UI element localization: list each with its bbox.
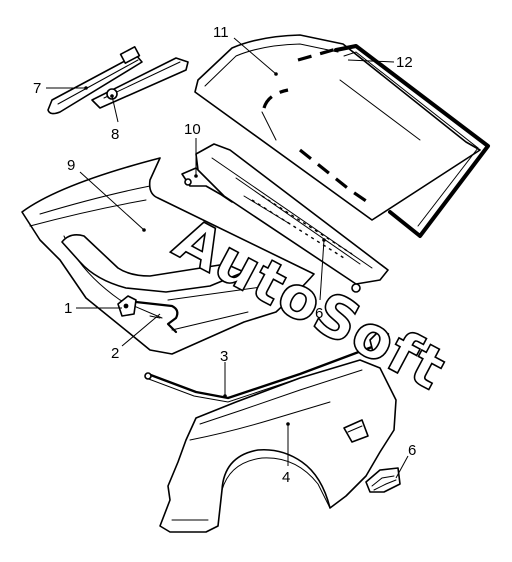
callout-3: 3 bbox=[220, 348, 228, 365]
hood-latch[interactable] bbox=[117, 295, 137, 317]
callout-8: 8 bbox=[111, 126, 119, 143]
cowl-panel[interactable] bbox=[181, 143, 389, 293]
wiper-arm[interactable] bbox=[91, 57, 189, 109]
fender-seal-strip[interactable] bbox=[144, 331, 390, 403]
callout-4: 4 bbox=[282, 469, 290, 486]
callout-1: 1 bbox=[64, 300, 72, 317]
front-fender[interactable] bbox=[159, 359, 397, 533]
callout-7: 7 bbox=[33, 80, 41, 97]
callout-11: 11 bbox=[213, 24, 229, 41]
callout-10: 10 bbox=[184, 121, 201, 138]
callout-6-cowl: 6 bbox=[315, 305, 323, 322]
hood-panel[interactable] bbox=[21, 157, 315, 355]
wiper-blade[interactable] bbox=[47, 46, 143, 115]
callout-leaders bbox=[46, 37, 409, 479]
callout-2: 2 bbox=[111, 345, 119, 362]
callout-12: 12 bbox=[396, 54, 413, 71]
hood-prop-rod[interactable] bbox=[134, 300, 179, 334]
callout-9: 9 bbox=[67, 157, 75, 174]
windshield-seal[interactable] bbox=[334, 44, 490, 238]
side-marker-lamp[interactable] bbox=[365, 467, 401, 493]
callout-numbers: 11 12 7 8 10 9 6 1 2 3 4 6 bbox=[33, 24, 416, 486]
windshield-glass[interactable] bbox=[194, 34, 481, 221]
callout-6-lamp: 6 bbox=[408, 442, 416, 459]
